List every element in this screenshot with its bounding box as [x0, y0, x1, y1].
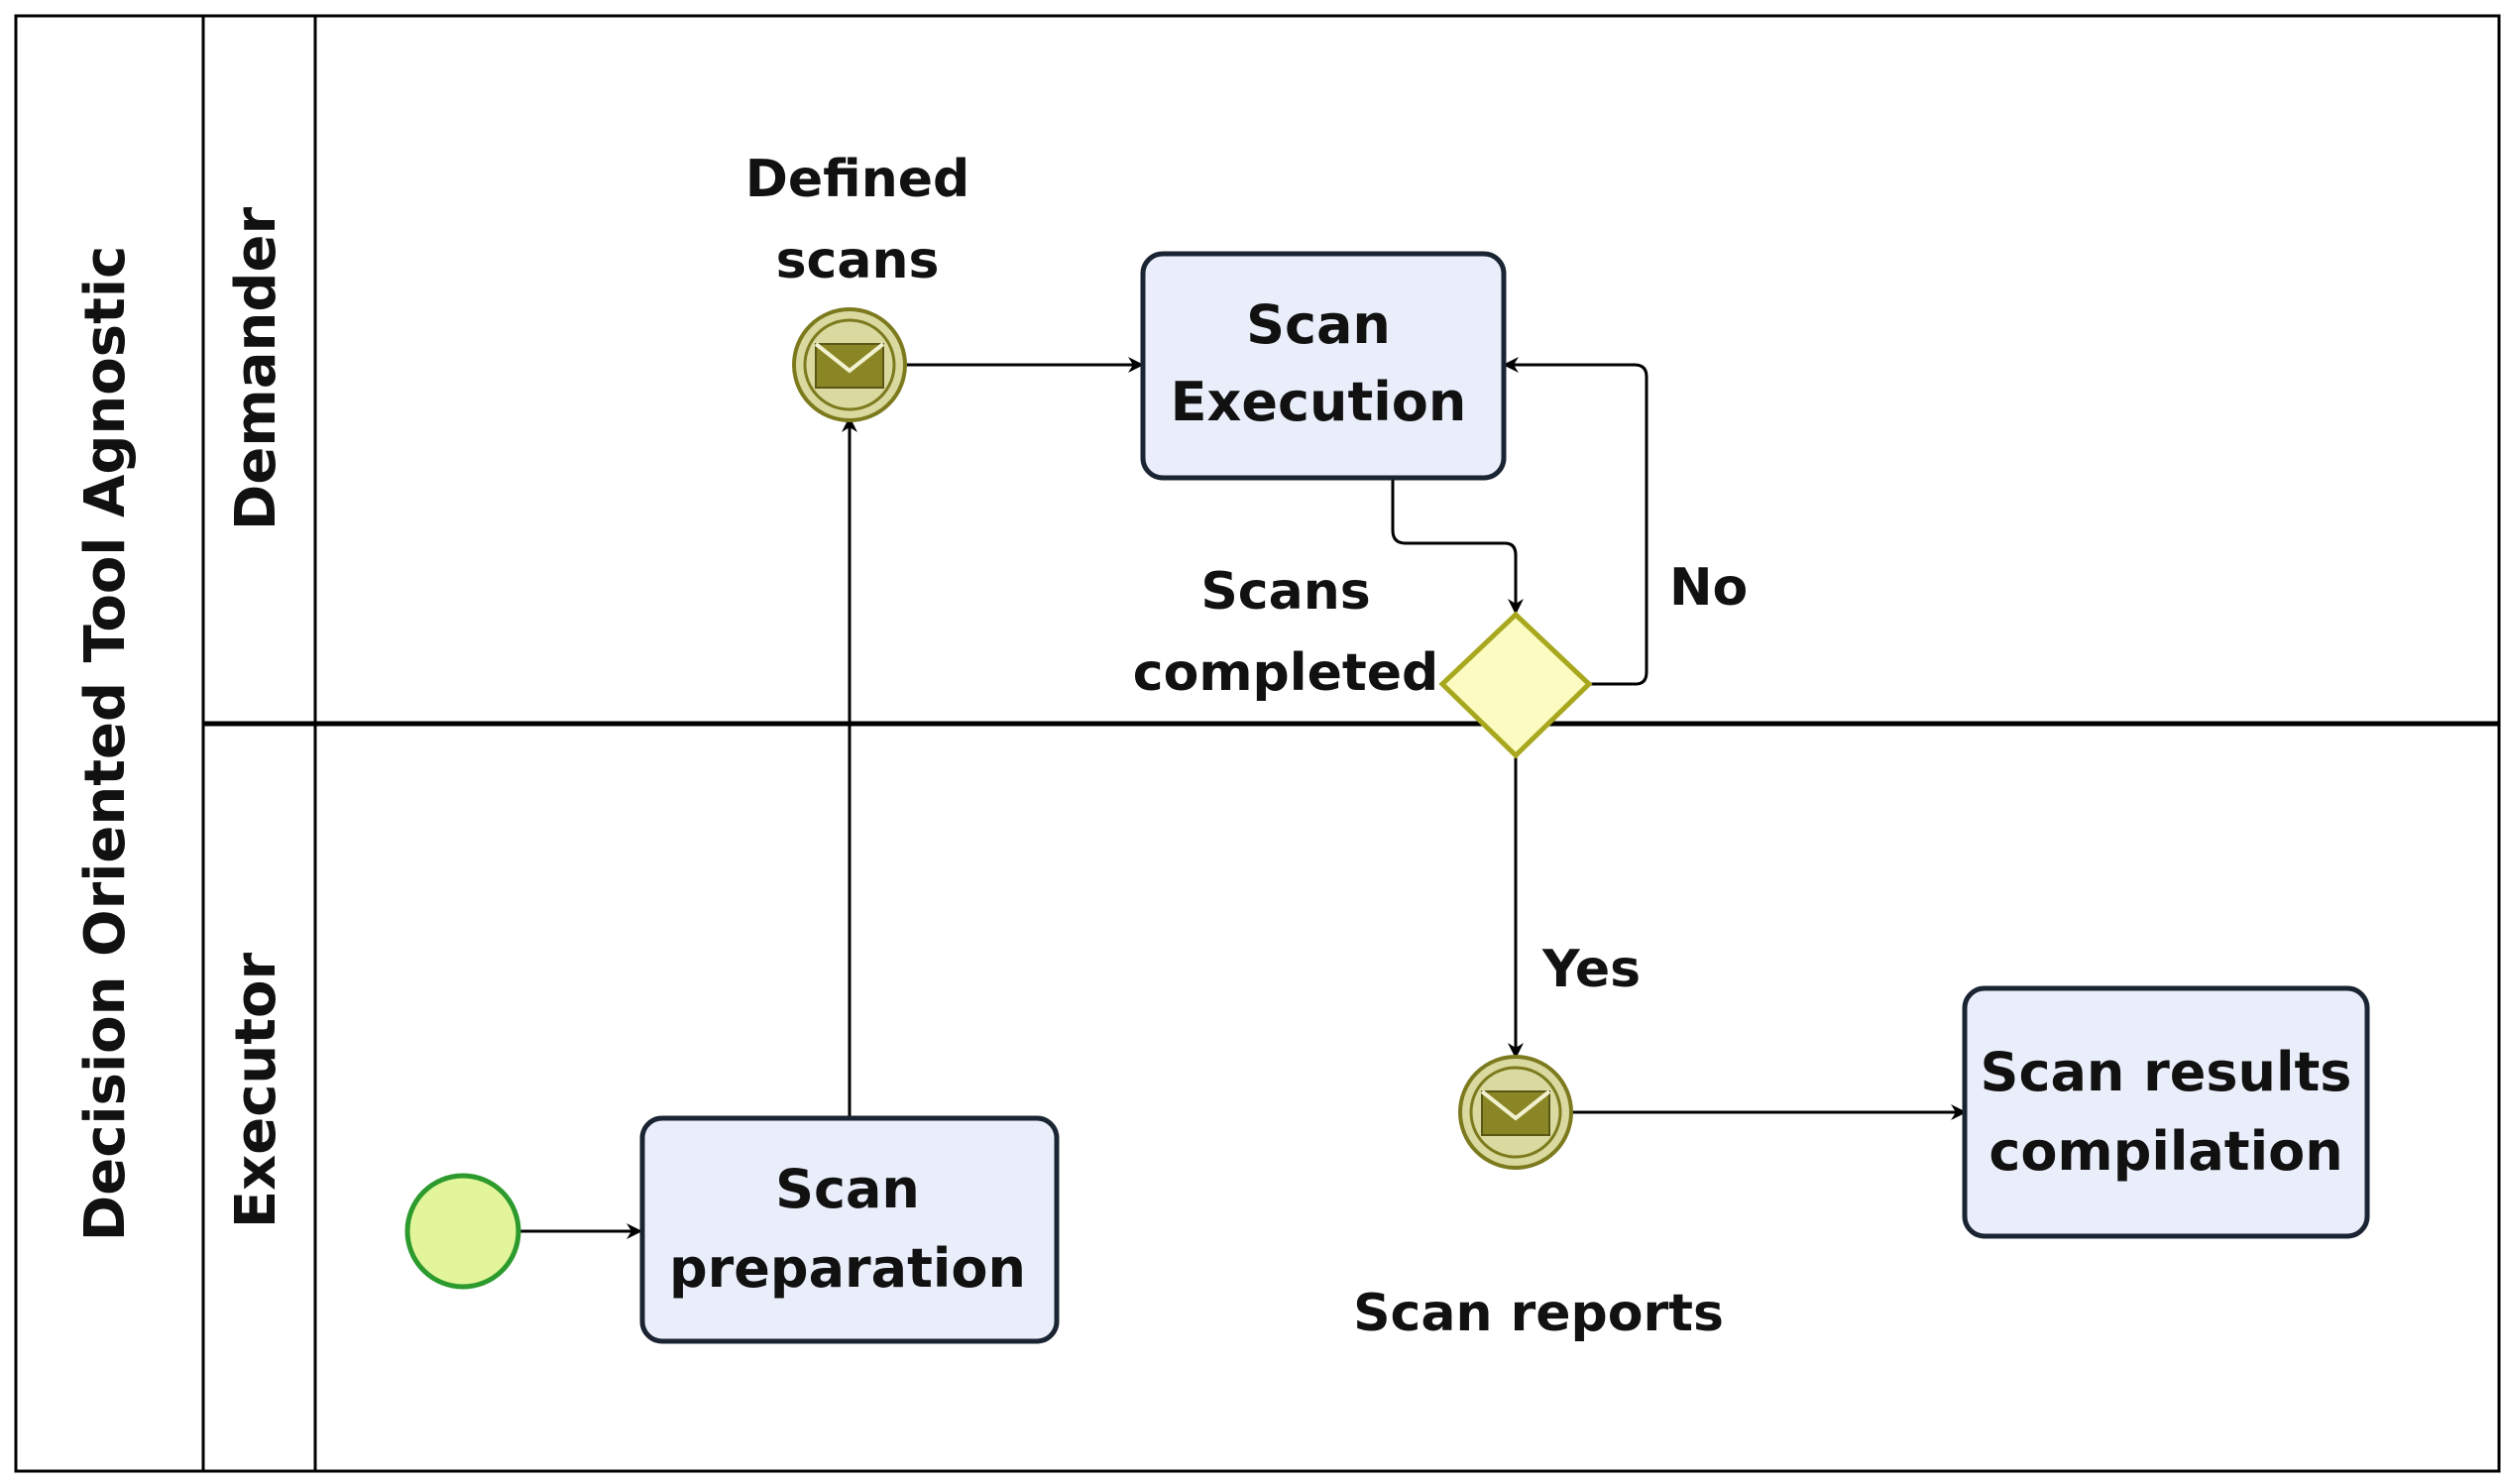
task-label-line1: Scan: [775, 1158, 920, 1220]
task-label-line1: Scan: [1246, 293, 1391, 356]
task-scan-execution[interactable]: Scan Execution: [1140, 251, 1507, 481]
task-label-line2: Execution: [1171, 371, 1467, 433]
task-box: [1140, 251, 1507, 481]
event-defined-scans[interactable]: [792, 307, 907, 422]
task-label-line1: Scan results: [1981, 1041, 2352, 1103]
gateway-scans-completed[interactable]: [1438, 611, 1593, 759]
defined-scans-label-line2: scans: [776, 231, 940, 290]
task-scan-preparation[interactable]: Scan preparation: [639, 1115, 1060, 1344]
lane-label-demander: Demander: [224, 207, 288, 531]
task-label-line2: preparation: [669, 1237, 1026, 1300]
flow-gateway-no-loop: [1503, 357, 1648, 686]
task-scan-results-compilation[interactable]: Scan results compilation: [1962, 985, 2370, 1239]
flow-label-no: No: [1669, 558, 1748, 618]
gateway-diamond: [1438, 611, 1593, 759]
pool-border: [14, 14, 2501, 1473]
pool-label: Decision Oriented Tool Agnostic: [73, 246, 138, 1241]
task-label-line2: compilation: [1989, 1120, 2342, 1183]
start-event-circle: [404, 1173, 521, 1290]
scan-reports-label: Scan reports: [1353, 1284, 1724, 1343]
event-scan-reports[interactable]: [1458, 1055, 1573, 1170]
task-box: [639, 1115, 1060, 1344]
envelope-icon: [1480, 1089, 1551, 1136]
task-box: [1962, 985, 2370, 1239]
gateway-label-line1: Scans: [1200, 562, 1370, 622]
envelope-icon: [814, 342, 885, 389]
lane-label-executor: Executor: [224, 952, 288, 1228]
flow-label-yes: Yes: [1541, 940, 1641, 999]
defined-scans-label-line1: Defined: [745, 150, 969, 209]
flow-execution-to-gateway: [1391, 478, 1524, 615]
gateway-label-line2: completed: [1133, 643, 1438, 703]
